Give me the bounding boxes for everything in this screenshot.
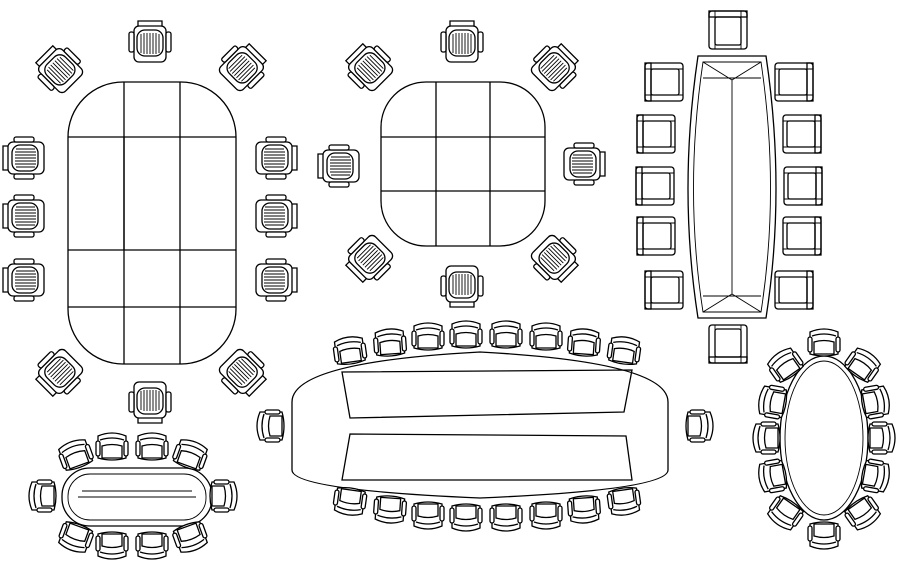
small-chair-icon bbox=[867, 421, 896, 455]
small-chair-icon bbox=[752, 421, 781, 455]
small-chair-icon bbox=[529, 322, 563, 351]
boat-shaped-table-group bbox=[635, 10, 823, 364]
armchair-icon bbox=[636, 114, 676, 154]
small-chair-icon bbox=[858, 457, 893, 496]
small-chair-icon bbox=[372, 327, 408, 358]
office-chair-icon bbox=[255, 136, 298, 180]
office-chair-icon bbox=[28, 38, 89, 99]
armchair-icon bbox=[774, 62, 814, 102]
small-chair-icon bbox=[529, 501, 563, 530]
small-chair-icon bbox=[807, 328, 841, 357]
armchair-icon bbox=[636, 216, 676, 256]
small-chair-icon bbox=[55, 435, 96, 474]
office-chair-icon bbox=[213, 343, 274, 404]
small-chair-icon bbox=[331, 485, 369, 518]
small-chair-icon bbox=[55, 518, 96, 557]
office-chair-icon bbox=[128, 381, 172, 424]
small-chair-icon bbox=[95, 432, 129, 461]
office-chair-icon bbox=[2, 136, 45, 180]
small-chair-icon bbox=[372, 494, 408, 525]
small-chair-icon bbox=[841, 343, 885, 386]
small-chair-icon bbox=[605, 485, 643, 518]
office-chair-icon bbox=[128, 20, 172, 63]
office-chair-icon bbox=[563, 142, 606, 186]
office-chair-icon bbox=[317, 144, 360, 188]
small-chair-icon bbox=[489, 503, 523, 532]
office-chair-icon bbox=[440, 20, 484, 63]
armchair-icon bbox=[774, 270, 814, 310]
armchair-icon bbox=[644, 270, 684, 310]
office-chair-icon bbox=[28, 343, 89, 404]
small-chair-icon bbox=[331, 334, 369, 367]
small-chair-icon bbox=[807, 521, 841, 550]
office-chair-icon bbox=[213, 36, 274, 97]
small-chair-icon bbox=[170, 518, 211, 557]
small-chair-icon bbox=[170, 435, 211, 474]
small-chair-icon bbox=[449, 503, 483, 532]
small-chair-icon bbox=[755, 457, 790, 496]
office-chair-icon bbox=[255, 194, 298, 238]
split-oval-conference-table-group bbox=[256, 320, 714, 532]
oval-table-group bbox=[752, 328, 896, 550]
small-chair-icon bbox=[566, 494, 602, 525]
office-chair-icon bbox=[525, 229, 586, 290]
small-chair-icon bbox=[566, 327, 602, 358]
small-chair-icon bbox=[95, 531, 129, 560]
small-chair-icon bbox=[411, 501, 445, 530]
racetrack-table-group bbox=[28, 432, 238, 560]
rounded-rectangle-table-group bbox=[2, 20, 298, 424]
armchair-icon bbox=[635, 166, 675, 206]
rounded-rectangle-table bbox=[67, 81, 237, 365]
office-chair-icon bbox=[525, 36, 586, 97]
small-chair-icon bbox=[256, 409, 285, 443]
office-chair-icon bbox=[338, 36, 399, 97]
office-chair-icon bbox=[2, 194, 45, 238]
small-chair-icon bbox=[449, 320, 483, 349]
small-chair-icon bbox=[135, 432, 169, 461]
armchair-icon bbox=[782, 216, 822, 256]
office-chair-icon bbox=[338, 229, 399, 290]
oval-table bbox=[779, 355, 869, 521]
office-chair-icon bbox=[2, 258, 45, 302]
rounded-square-table-group bbox=[317, 20, 606, 308]
small-chair-icon bbox=[605, 334, 643, 367]
small-chair-icon bbox=[755, 382, 790, 421]
office-chair-icon bbox=[255, 258, 298, 302]
small-chair-icon bbox=[411, 322, 445, 351]
split-oval-conference-table bbox=[291, 351, 669, 499]
small-chair-icon bbox=[763, 343, 807, 386]
armchair-icon bbox=[708, 10, 748, 50]
armchair-icon bbox=[783, 166, 823, 206]
small-chair-icon bbox=[135, 531, 169, 560]
armchair-icon bbox=[782, 114, 822, 154]
office-chair-icon bbox=[440, 265, 484, 308]
small-chair-icon bbox=[209, 479, 238, 513]
armchair-icon bbox=[708, 324, 748, 364]
rounded-square-table bbox=[380, 81, 546, 247]
small-chair-icon bbox=[858, 382, 893, 421]
armchair-icon bbox=[644, 62, 684, 102]
small-chair-icon bbox=[489, 320, 523, 349]
small-chair-icon bbox=[685, 409, 714, 443]
boat-shaped-table bbox=[687, 55, 777, 319]
small-chair-icon bbox=[28, 479, 57, 513]
